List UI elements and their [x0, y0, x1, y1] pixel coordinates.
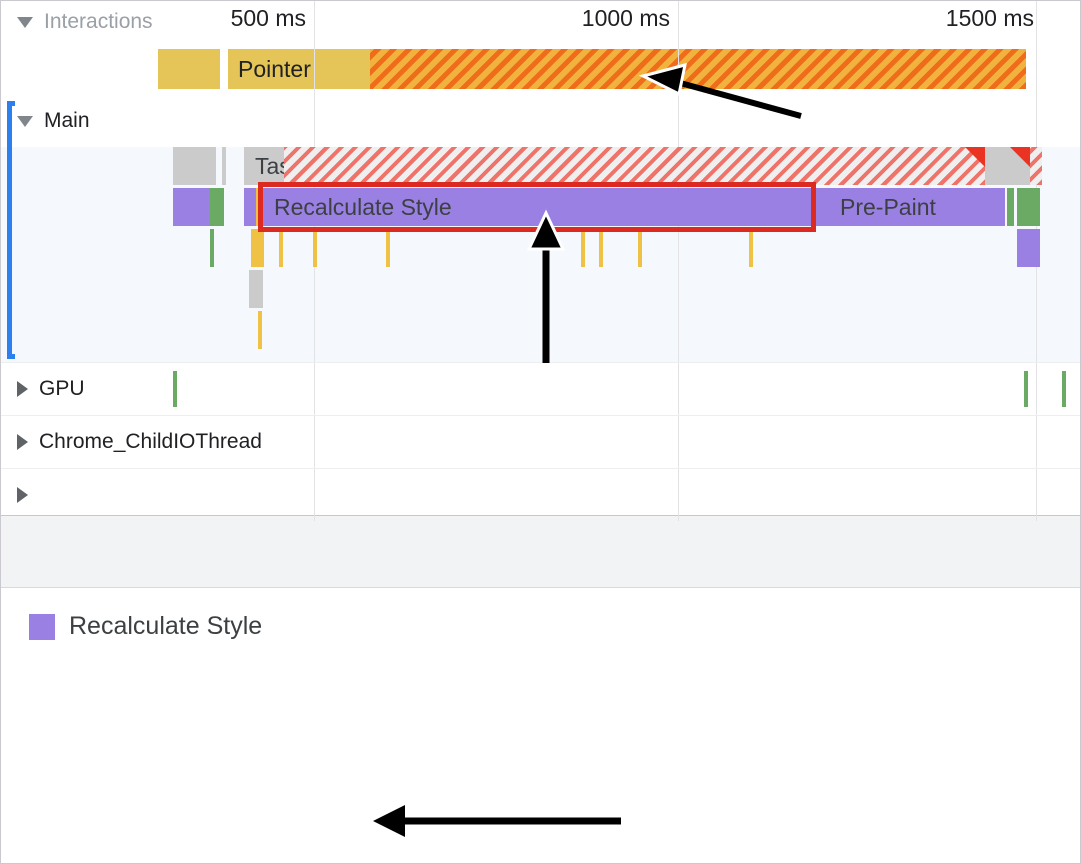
event-unnamed-grey-2[interactable] [222, 147, 226, 185]
gridline-0 [314, 416, 315, 468]
event-unnamed-grey-1[interactable] [173, 147, 216, 185]
event-marker-yellow-5[interactable] [599, 229, 603, 267]
event-layout-green-b[interactable] [1017, 188, 1040, 226]
chevron-right-icon[interactable] [17, 381, 28, 397]
gridline-0 [314, 363, 315, 415]
timeline-ruler: 500 ms 1000 ms 1500 ms [1, 1, 1080, 43]
event-recalc-style-gap[interactable] [811, 188, 829, 226]
event-deep-grey[interactable] [249, 270, 263, 308]
summary-panel: Recalculate Style [1, 588, 1080, 641]
details-tabbar [1, 516, 1080, 588]
event-recalc-style-early[interactable] [173, 188, 210, 226]
gridline-2 [1036, 363, 1037, 415]
gridlines-compositor [1, 469, 1080, 521]
event-marker-yellow-3[interactable] [386, 229, 390, 267]
interaction-pointer-label: Pointer [238, 55, 311, 82]
event-gpu-2[interactable] [1024, 371, 1028, 407]
gridline-2 [1036, 95, 1037, 147]
event-marker-yellow-6[interactable] [638, 229, 642, 267]
event-marker-yellow-4[interactable] [581, 229, 585, 267]
gridline-1 [678, 469, 679, 521]
event-recalculate-style-label: Recalculate Style [274, 193, 452, 220]
gridline-1 [678, 416, 679, 468]
track-label-interactions[interactable]: Interactions [1, 1, 153, 43]
event-recalculate-style[interactable]: Recalculate Style [263, 188, 811, 226]
event-marker-green[interactable] [210, 229, 214, 267]
track-label-main[interactable]: Main [1, 95, 90, 147]
event-task-tail-grey[interactable] [985, 147, 1030, 185]
ruler-divider-0 [314, 1, 315, 43]
flame-row-rendering: Recalculate Style Pre-Paint [1, 188, 1080, 229]
track-label-compositor[interactable] [1, 469, 39, 521]
flame-row-markers [1, 229, 1080, 270]
gridline-0 [314, 469, 315, 521]
gridline-1 [678, 363, 679, 415]
track-compositor[interactable] [1, 468, 1080, 521]
track-name-gpu: GPU [39, 377, 85, 400]
event-color-swatch [29, 613, 55, 640]
flame-row-task: Task [1, 147, 1080, 188]
performance-timeline: 500 ms 1000 ms 1500 ms Interactions Pointe… [1, 1, 1080, 521]
event-layout-green-a[interactable] [1007, 188, 1014, 226]
ruler-tick-2: 1500 ms [945, 5, 1034, 31]
gridline-1 [678, 95, 679, 147]
chevron-right-icon[interactable] [17, 434, 28, 450]
chevron-down-icon[interactable] [17, 115, 33, 127]
event-recalc-style-pre[interactable] [244, 188, 256, 226]
flame-row-deep-1 [1, 270, 1080, 311]
event-task-long[interactable] [284, 147, 985, 185]
track-name-interactions: Interactions [44, 10, 153, 33]
track-gpu[interactable]: GPU [1, 362, 1080, 415]
event-layout-green-early[interactable] [210, 188, 224, 226]
ruler-divider-2 [1036, 1, 1037, 43]
event-gpu-3[interactable] [1062, 371, 1066, 407]
interaction-pointer[interactable]: Pointer [228, 49, 370, 89]
ruler-tick-0: 500 ms [230, 5, 306, 31]
interaction-pointer-extension[interactable] [370, 49, 1026, 89]
track-label-gpu[interactable]: GPU [1, 363, 85, 415]
track-name-chrome-child-io-thread: Chrome_ChildIOThread [39, 430, 262, 453]
flame-row-deep-2 [1, 311, 1080, 352]
event-task-tail-hatch[interactable] [1030, 147, 1042, 185]
gridline-2 [1036, 469, 1037, 521]
chevron-right-icon[interactable] [17, 487, 28, 503]
summary-event-title: Recalculate Style [29, 612, 1052, 641]
event-yellow-sliver[interactable] [256, 188, 263, 226]
gridlines-gpu [1, 363, 1080, 415]
gridline-2 [1036, 43, 1037, 95]
main-flame-chart[interactable]: TaskRecalculate Style Pre-Paint [1, 101, 1080, 362]
event-marker-purple-tail[interactable] [1017, 229, 1040, 267]
details-pane: Recalculate Style [1, 515, 1080, 863]
ruler-tick-1: 1000 ms [581, 5, 670, 31]
gridline-0 [314, 95, 315, 147]
event-task-label: Task [255, 152, 284, 179]
event-pre-paint-label: Pre-Paint [840, 193, 936, 220]
interactions-bar-row: Pointer [1, 43, 1080, 95]
long-task-warning-icon [965, 147, 985, 167]
track-chrome-child-io-thread[interactable]: Chrome_ChildIOThread [1, 415, 1080, 468]
track-main-header[interactable]: Main [1, 95, 1080, 147]
track-name-main: Main [44, 109, 90, 132]
event-gpu-1[interactable] [173, 371, 177, 407]
event-marker-yellow-2[interactable] [313, 229, 317, 267]
event-marker-yellow-1[interactable] [279, 229, 283, 267]
active-track-bracket [7, 101, 15, 359]
chevron-down-icon[interactable] [17, 16, 33, 28]
track-interactions[interactable]: 500 ms 1000 ms 1500 ms Interactions [1, 1, 1080, 43]
long-task-warning-icon [1010, 147, 1030, 167]
event-marker-yellow-wide[interactable] [251, 229, 264, 267]
gridline-2 [1036, 416, 1037, 468]
track-label-chrome-child-io-thread[interactable]: Chrome_ChildIOThread [1, 416, 262, 468]
summary-title-text: Recalculate Style [69, 612, 263, 640]
event-deep-yellow[interactable] [258, 311, 262, 349]
interaction-block-1[interactable] [158, 49, 220, 89]
ruler-divider-1 [678, 1, 679, 43]
gridlines-main-header [1, 95, 1080, 147]
event-marker-yellow-7[interactable] [749, 229, 753, 267]
event-pre-paint[interactable]: Pre-Paint [829, 188, 1005, 226]
event-task[interactable]: Task [244, 147, 284, 185]
